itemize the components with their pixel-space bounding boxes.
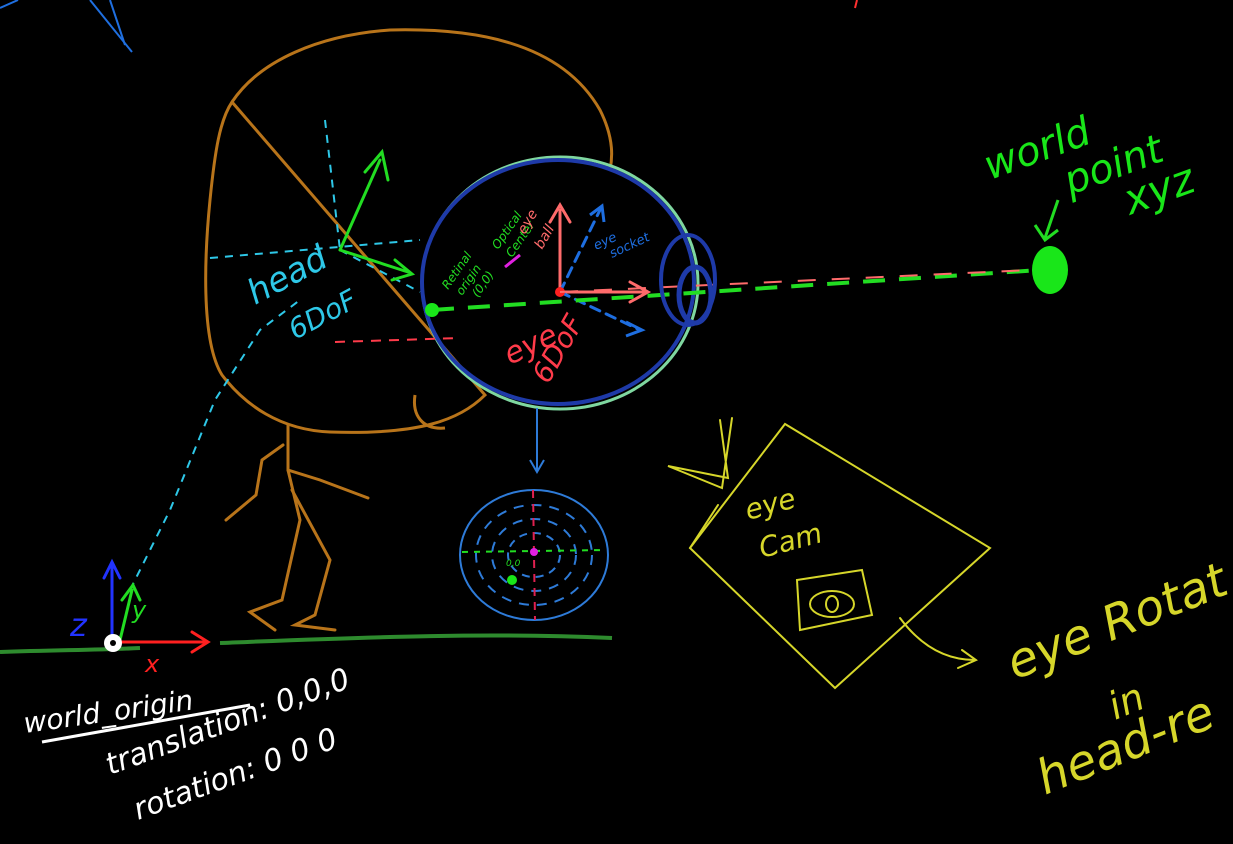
head-frame-axes xyxy=(129,119,421,591)
axis-x-label: x xyxy=(144,650,160,678)
world-origin-underline xyxy=(41,703,251,744)
stick-body xyxy=(224,423,370,632)
gaze-line-green xyxy=(431,268,1041,312)
head-6dof-arrows xyxy=(338,148,416,282)
retina-center-label: 0,0 xyxy=(506,559,521,569)
world-point-arrow xyxy=(1033,199,1060,243)
world-point-label: world point xyz xyxy=(978,108,1202,225)
eye-cam-label: eye Cam xyxy=(741,482,825,565)
stray-strokes xyxy=(0,0,133,53)
pupil-inner xyxy=(676,264,714,326)
eye-cam-label-line2: Cam xyxy=(755,516,825,564)
eye-socket-label: eye socket xyxy=(591,230,653,262)
eye-socket-circle xyxy=(420,158,696,406)
gaze-line-red xyxy=(559,269,1031,293)
eye-rotation-label-line1: eye Rotat xyxy=(999,551,1233,691)
axis-z-label: z xyxy=(69,606,88,644)
neck-mark xyxy=(412,394,446,430)
head-outline xyxy=(204,28,614,434)
retina-center-dot xyxy=(530,548,538,556)
retina-view xyxy=(459,489,609,621)
world-origin-label: world_origin translation: 0,0,0 rotation… xyxy=(21,662,354,828)
axis-y-label: y xyxy=(131,596,147,624)
optical-center-pointer xyxy=(504,253,521,269)
eye-cam xyxy=(667,417,992,690)
retinal-origin-label: Retinal origin (0,0) xyxy=(439,249,497,300)
world-origin-dot-center xyxy=(110,640,116,646)
retinal-origin-dot xyxy=(425,303,439,317)
axis-z-arrow xyxy=(102,558,122,642)
eye-6dof-label: eye 6DoF xyxy=(499,308,591,388)
eye-6dof-reference xyxy=(334,337,461,343)
eye-rotation-label: eye Rotat in head-re xyxy=(999,551,1233,806)
eyeball-axes xyxy=(548,202,652,304)
stray-red-mark xyxy=(854,0,858,9)
socket-axes xyxy=(558,208,642,332)
socket-arrowheads xyxy=(589,203,646,338)
pupil-outer xyxy=(659,233,717,327)
axis-x-arrow xyxy=(113,630,211,654)
ground-line xyxy=(0,633,613,654)
axis-y-arrow xyxy=(118,582,142,642)
retina-origin-dot xyxy=(507,575,517,585)
world-point-dot xyxy=(1032,246,1068,294)
retina-view-arrow xyxy=(529,408,545,474)
world-origin-axes xyxy=(102,558,211,654)
eye-cam-label-line1: eye xyxy=(741,482,799,527)
